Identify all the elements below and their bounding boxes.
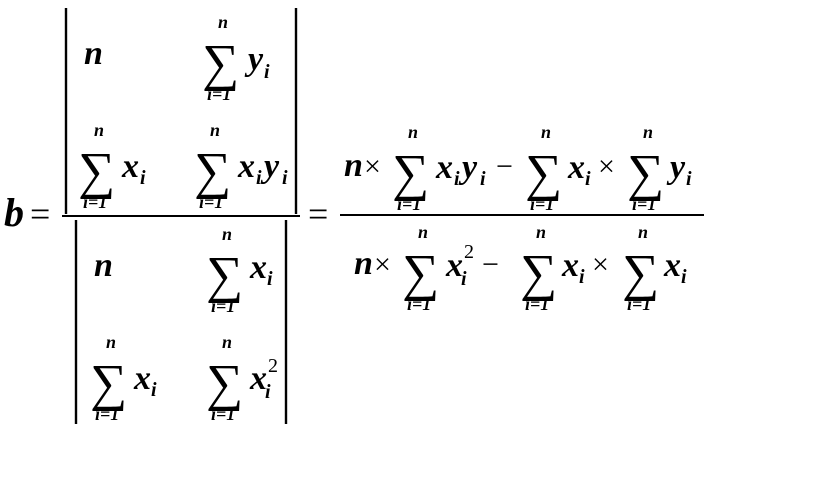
sum-lower-limit: i=1 — [211, 404, 235, 424]
term-y: y — [244, 41, 264, 78]
sum-upper-limit: n — [222, 332, 232, 352]
minus-sign: − — [482, 248, 499, 281]
sum-lower-limit: i=1 — [627, 294, 651, 314]
sum-upper-limit: n — [638, 222, 648, 242]
sigma-icon: ∑ — [627, 145, 664, 202]
num-det-r2c2-sum: n ∑ i=1 x i y i — [194, 120, 288, 212]
term-x: x — [663, 247, 681, 284]
sigma-icon: ∑ — [206, 247, 243, 304]
rhs-den-sum-x2: n ∑ i=1 x i 2 — [402, 222, 474, 314]
den-det-r2c1-sum: n ∑ i=1 x i — [90, 332, 157, 424]
sum-lower-limit: i=1 — [530, 194, 554, 214]
term-x-subscript: i — [454, 168, 460, 190]
term-y: y — [260, 148, 280, 185]
term-x: x — [121, 148, 139, 185]
sigma-icon: ∑ — [90, 355, 127, 412]
term-x-subscript: i — [461, 268, 467, 290]
num-det-r1c1-n: n — [84, 35, 103, 72]
term-x-subscript: i — [256, 167, 262, 189]
den-det-r1c2-sum: n ∑ i=1 x i — [206, 224, 273, 316]
sigma-icon: ∑ — [622, 245, 659, 302]
term-y-subscript: i — [686, 168, 692, 190]
term-x-superscript: 2 — [464, 241, 474, 263]
rhs-den-sum-x-1: n ∑ i=1 x i — [520, 222, 585, 314]
rhs-denominator: n × n ∑ i=1 x i 2 − n ∑ i=1 x i × n ∑ i=… — [354, 222, 687, 314]
rhs-den-n: n — [354, 245, 373, 282]
rhs-num-sum-x: n ∑ i=1 x i — [525, 122, 591, 214]
sigma-icon: ∑ — [194, 143, 231, 200]
term-x-subscript: i — [681, 266, 687, 288]
term-x: x — [249, 249, 267, 286]
sigma-icon: ∑ — [202, 35, 239, 92]
term-x: x — [237, 148, 255, 185]
sum-upper-limit: n — [106, 332, 116, 352]
sum-lower-limit: i=1 — [199, 192, 223, 212]
minus-sign: − — [496, 150, 513, 183]
term-y-subscript: i — [264, 61, 270, 83]
term-x: x — [561, 247, 579, 284]
sigma-icon: ∑ — [206, 355, 243, 412]
term-x: x — [445, 247, 463, 284]
num-det-r1c2-sum: n ∑ i=1 y i — [202, 12, 270, 104]
term-x: x — [567, 149, 585, 186]
rhs-equals-sign: = — [308, 194, 328, 234]
sum-lower-limit: i=1 — [211, 296, 235, 316]
sum-lower-limit: i=1 — [525, 294, 549, 314]
rhs-num-sum-y: n ∑ i=1 y i — [627, 122, 692, 214]
term-x: x — [249, 360, 267, 397]
rhs-den-sum-x-2: n ∑ i=1 x i — [622, 222, 687, 314]
term-x-subscript: i — [140, 167, 146, 189]
times-sign: × — [374, 248, 391, 281]
term-x-superscript: 2 — [268, 355, 278, 377]
sigma-icon: ∑ — [402, 245, 439, 302]
term-x-subscript: i — [265, 381, 271, 403]
term-y-subscript: i — [282, 167, 288, 189]
rhs-numerator: n × n ∑ i=1 x i y i − n ∑ i=1 x i × n ∑ … — [344, 122, 692, 214]
numerator-determinant: n n ∑ i=1 y i n ∑ i=1 x i n ∑ i=1 x i y … — [64, 8, 298, 214]
times-sign: × — [598, 150, 615, 183]
lhs-equals-sign: = — [30, 194, 50, 234]
sum-lower-limit: i=1 — [83, 192, 107, 212]
sum-lower-limit: i=1 — [95, 404, 119, 424]
den-det-r1c1-n: n — [94, 247, 113, 284]
rhs-num-sum-xy: n ∑ i=1 x i y i — [392, 122, 486, 214]
denominator-determinant: n n ∑ i=1 x i n ∑ i=1 x i n ∑ i=1 x i 2 — [74, 220, 288, 424]
sum-upper-limit: n — [218, 12, 228, 32]
term-x-subscript: i — [151, 379, 157, 401]
den-det-r2c2-sum: n ∑ i=1 x i 2 — [206, 332, 278, 424]
term-y: y — [666, 149, 686, 186]
term-x-subscript: i — [267, 268, 273, 290]
sum-upper-limit: n — [541, 122, 551, 142]
sum-lower-limit: i=1 — [632, 194, 656, 214]
sum-upper-limit: n — [408, 122, 418, 142]
term-x-subscript: i — [579, 266, 585, 288]
sum-lower-limit: i=1 — [397, 194, 421, 214]
times-sign: × — [592, 248, 609, 281]
sum-upper-limit: n — [643, 122, 653, 142]
sigma-icon: ∑ — [392, 145, 429, 202]
lhs-symbol-b: b — [4, 190, 24, 235]
sum-upper-limit: n — [222, 224, 232, 244]
rhs-num-n: n — [344, 147, 363, 184]
sum-upper-limit: n — [536, 222, 546, 242]
term-y: y — [458, 149, 478, 186]
sum-lower-limit: i=1 — [407, 294, 431, 314]
num-det-r2c1-sum: n ∑ i=1 x i — [78, 120, 146, 212]
term-y-subscript: i — [480, 168, 486, 190]
sigma-icon: ∑ — [520, 245, 557, 302]
term-x-subscript: i — [585, 168, 591, 190]
term-x: x — [435, 149, 453, 186]
sigma-icon: ∑ — [525, 145, 562, 202]
sum-lower-limit: i=1 — [207, 84, 231, 104]
sum-upper-limit: n — [210, 120, 220, 140]
sigma-icon: ∑ — [78, 143, 115, 200]
sum-upper-limit: n — [418, 222, 428, 242]
times-sign: × — [364, 150, 381, 183]
sum-upper-limit: n — [94, 120, 104, 140]
term-x: x — [133, 360, 151, 397]
